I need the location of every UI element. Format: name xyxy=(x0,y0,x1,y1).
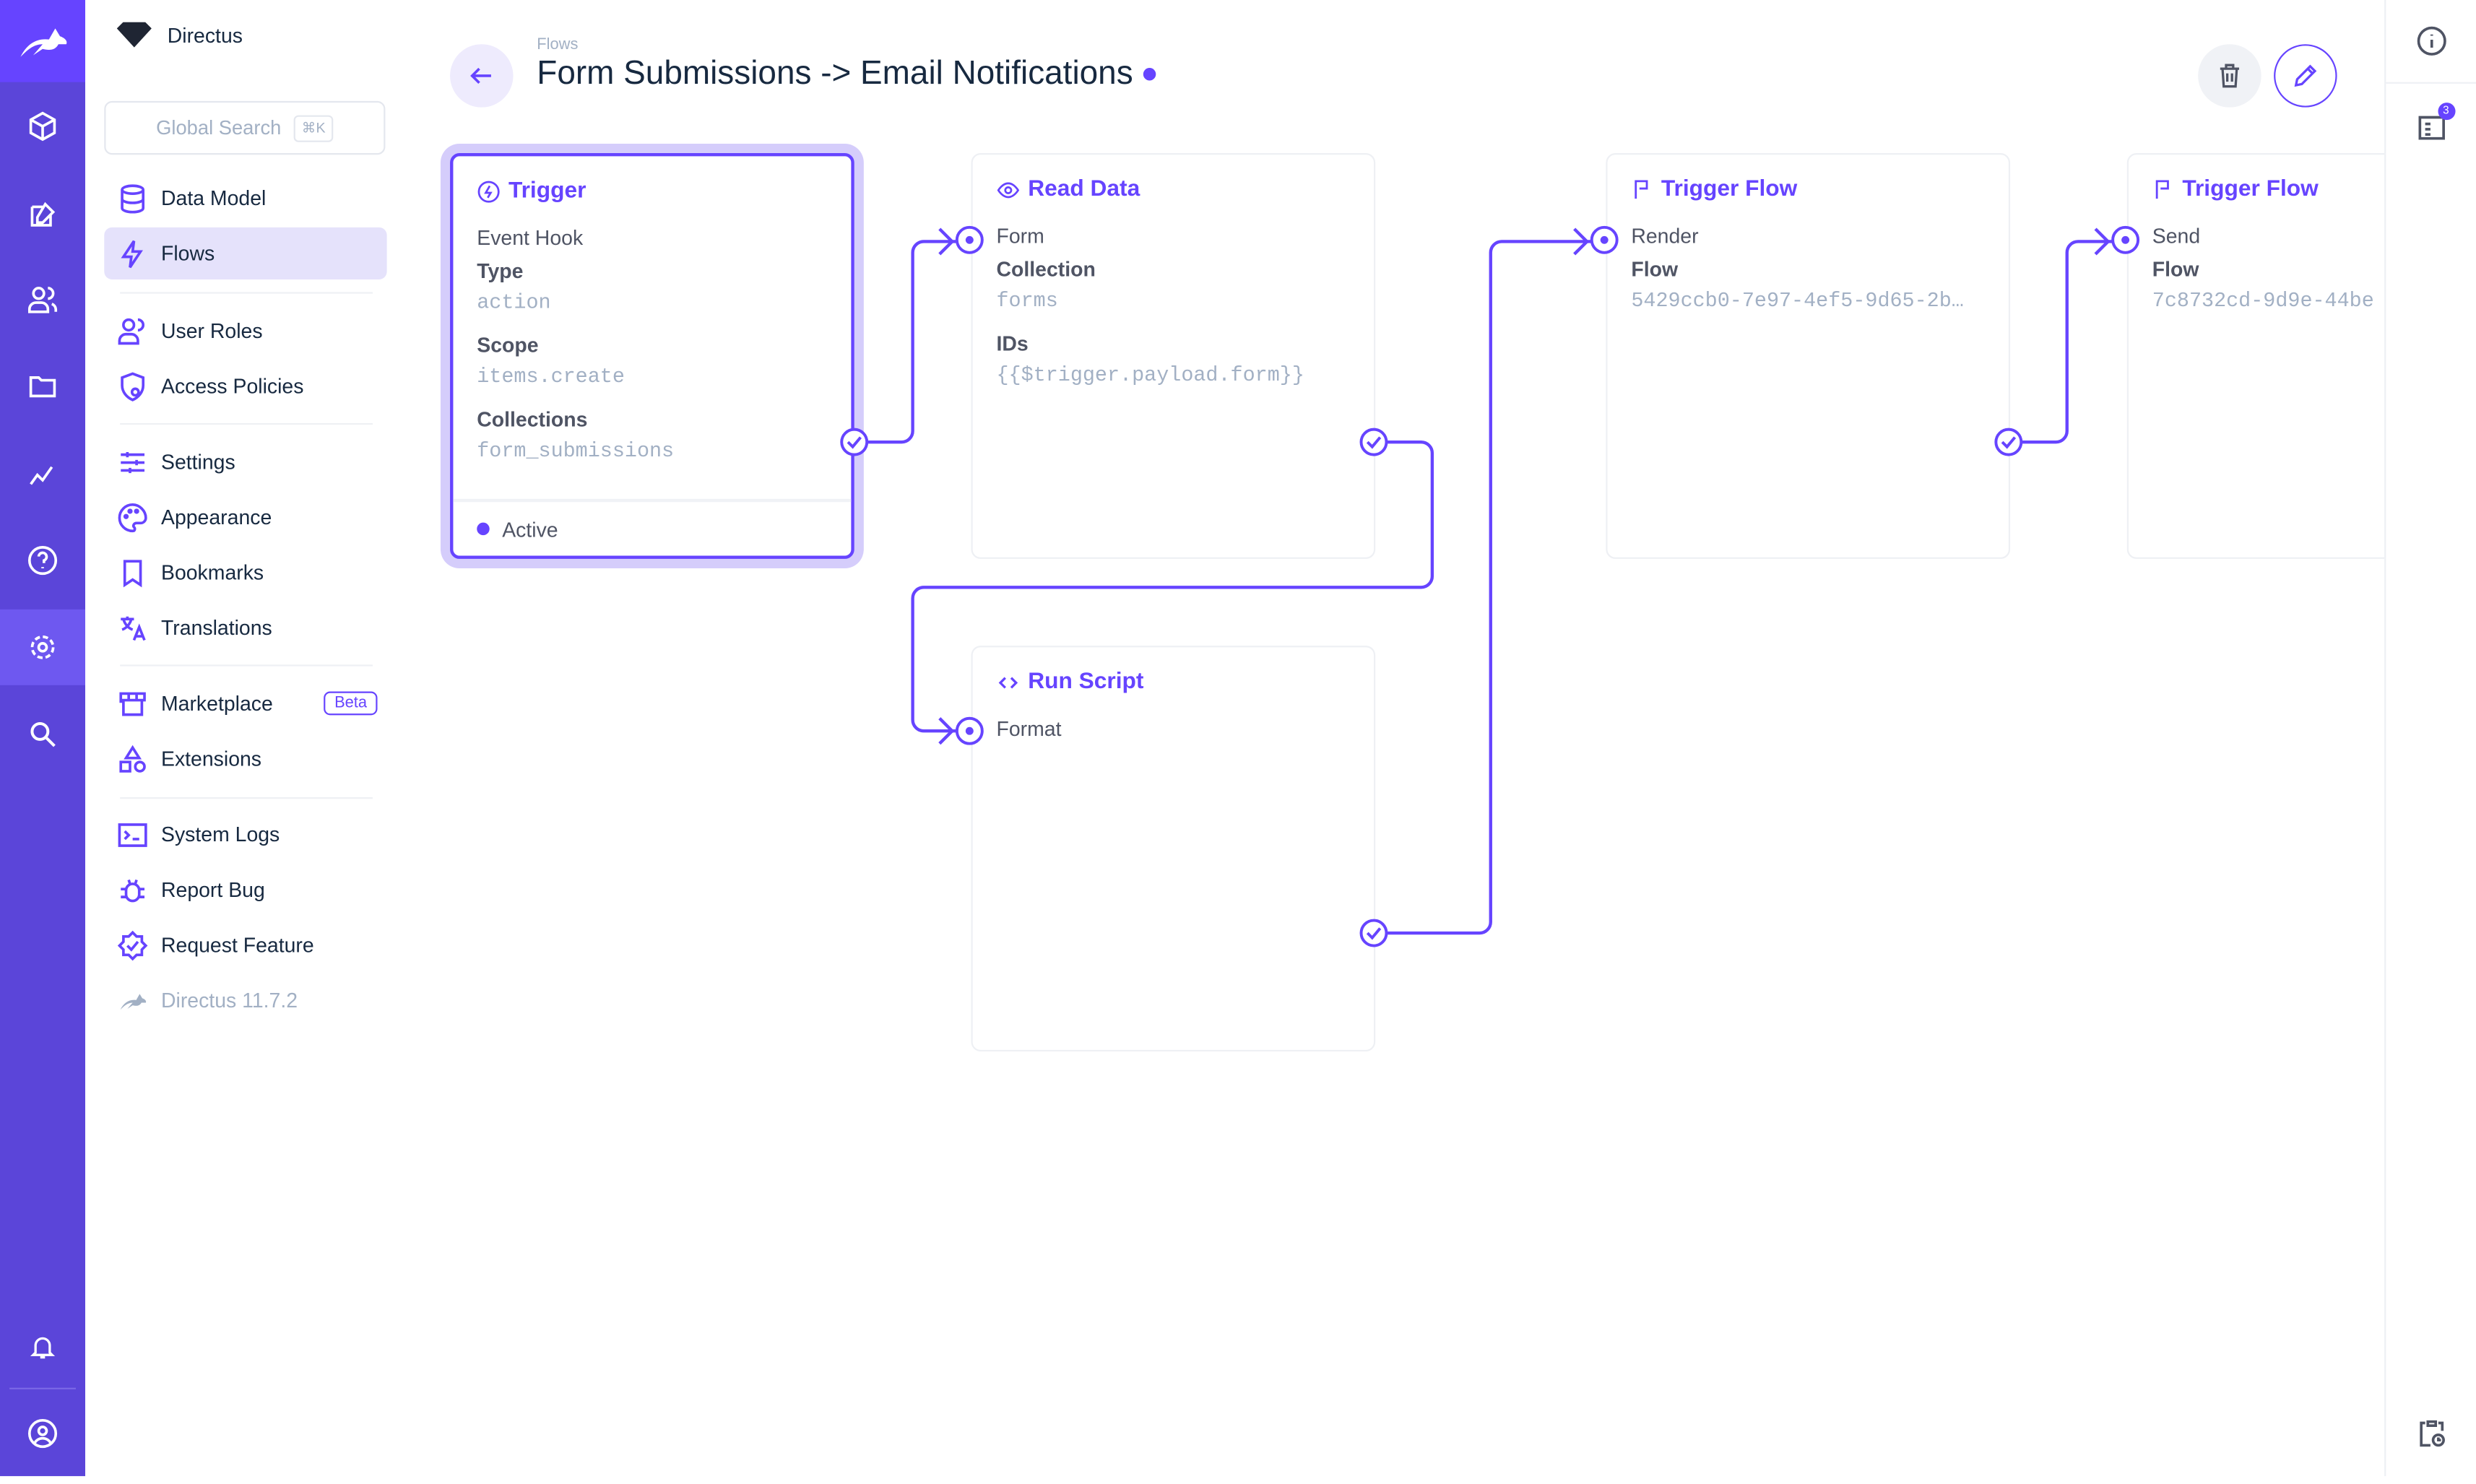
nav-item-marketplace[interactable]: Marketplace Beta xyxy=(104,677,386,729)
search-module-icon[interactable] xyxy=(0,696,85,772)
translate-icon xyxy=(121,615,146,641)
insights-module-icon[interactable] xyxy=(0,435,85,511)
content-module-icon[interactable] xyxy=(0,88,85,164)
pencil-icon xyxy=(2294,64,2317,87)
nav-item-label: Extensions xyxy=(160,747,262,771)
terminal-icon xyxy=(118,823,147,846)
nav-item-bookmarks[interactable]: Bookmarks xyxy=(104,546,386,598)
nav-item-settings[interactable]: Settings xyxy=(104,435,386,487)
status-label: Active xyxy=(502,516,558,541)
connector-script-flow1 xyxy=(1373,240,1603,935)
extensions-icon xyxy=(119,744,146,772)
nav-item-label: Marketplace xyxy=(160,691,273,716)
store-icon xyxy=(119,691,146,716)
nav-item-label: Request Feature xyxy=(160,933,314,957)
clipboard-clock-icon[interactable] xyxy=(2386,1418,2476,1449)
nav-item-label: System Logs xyxy=(160,823,280,846)
nav-item-access-policies[interactable]: Access Policies xyxy=(104,360,386,412)
flag-icon xyxy=(2155,180,2169,199)
files-module-icon[interactable] xyxy=(0,349,85,425)
eye-icon xyxy=(997,181,1020,198)
nav-item-label: Flows xyxy=(160,241,215,266)
settings-module-icon[interactable] xyxy=(0,609,86,685)
nav-item-label: Bookmarks xyxy=(160,560,264,584)
logs-icon[interactable]: 3 xyxy=(2415,103,2455,152)
operation-card-run-script[interactable]: Run Script Format xyxy=(971,646,1376,1052)
nav-item-label: Report Bug xyxy=(160,877,265,902)
nav-item-flows[interactable]: Flows xyxy=(104,227,387,279)
nav-item-label: Appearance xyxy=(160,505,272,529)
code-icon xyxy=(998,676,1018,688)
project-name: Directus xyxy=(116,22,243,48)
palette-icon xyxy=(118,502,147,532)
nav-item-system-logs[interactable]: System Logs xyxy=(104,808,386,860)
version-info: Directus 11.7.2 xyxy=(104,974,386,1026)
nav-item-translations[interactable]: Translations xyxy=(104,602,386,654)
bookmark-icon xyxy=(123,559,142,587)
status-dot xyxy=(1142,68,1156,82)
user-avatar-icon[interactable] xyxy=(0,1396,85,1472)
flag-icon xyxy=(1635,180,1648,199)
project-logo-icon xyxy=(116,22,152,48)
nav-item-label: Translations xyxy=(160,615,272,640)
nav-item-label: Access Policies xyxy=(160,374,304,398)
help-module-icon[interactable] xyxy=(0,523,85,599)
nav-item-user-roles[interactable]: User Roles xyxy=(104,305,386,357)
bug-icon xyxy=(121,878,145,902)
sliders-icon xyxy=(121,451,145,473)
directus-rabbit-icon xyxy=(120,993,147,1010)
beta-badge: Beta xyxy=(323,691,378,716)
nav-item-request-feature[interactable]: Request Feature xyxy=(104,919,386,971)
breadcrumb[interactable]: Flows xyxy=(537,36,579,54)
delete-button[interactable] xyxy=(2198,44,2261,108)
nav-item-extensions[interactable]: Extensions xyxy=(104,732,386,784)
global-search-input[interactable]: Global Search⌘K xyxy=(104,100,386,155)
arrow-left-icon xyxy=(470,67,491,84)
nav-item-appearance[interactable]: Appearance xyxy=(104,491,386,543)
info-icon[interactable] xyxy=(2386,25,2476,57)
database-icon xyxy=(121,183,145,213)
feature-icon xyxy=(117,929,148,960)
nav-item-label: Settings xyxy=(160,450,235,474)
edit-button[interactable] xyxy=(2274,44,2337,108)
module-bar xyxy=(0,0,86,1477)
directus-logo[interactable] xyxy=(0,0,86,82)
bolt-circle-icon xyxy=(477,180,500,202)
users-module-icon[interactable] xyxy=(0,262,85,338)
nav-item-label: User Roles xyxy=(160,318,263,343)
connector-trigger-read xyxy=(854,240,969,444)
nav-item-data-model[interactable]: Data Model xyxy=(104,172,386,224)
sidebar-right: 3 xyxy=(2384,0,2476,1477)
connector-flow1-flow2 xyxy=(2008,240,2124,444)
page-title: Form Submissions -> Email Notifications xyxy=(537,56,1156,93)
back-button[interactable] xyxy=(450,44,514,108)
nav-item-label: Data Model xyxy=(160,186,267,210)
edit-module-icon[interactable] xyxy=(0,177,85,253)
trash-icon xyxy=(2220,64,2240,88)
notifications-bell-icon[interactable] xyxy=(0,1309,85,1384)
shield-icon xyxy=(121,371,145,401)
notification-badge: 3 xyxy=(2437,103,2455,121)
rabbit-logo-icon xyxy=(20,28,67,57)
shortcut-hint: ⌘K xyxy=(293,114,334,142)
bolt-icon xyxy=(121,239,143,268)
nav-item-report-bug[interactable]: Report Bug xyxy=(104,864,386,916)
users-icon xyxy=(118,317,144,344)
active-dot xyxy=(477,522,490,536)
